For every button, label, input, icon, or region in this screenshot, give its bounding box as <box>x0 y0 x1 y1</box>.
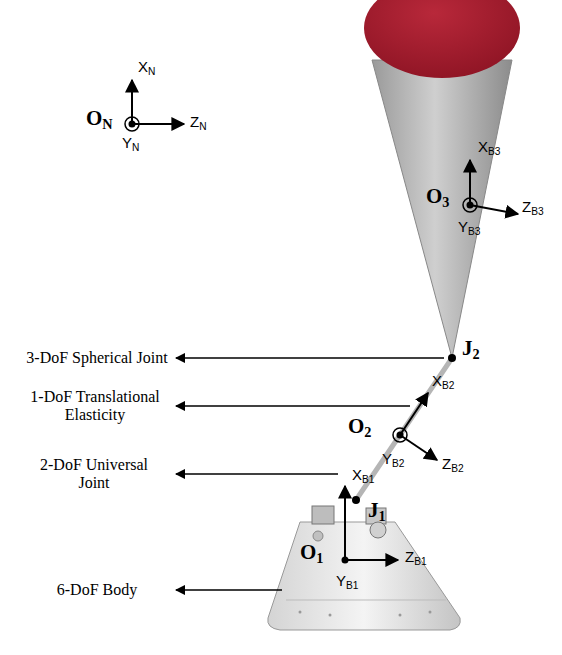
subscript: N <box>102 116 112 132</box>
symbol: J <box>368 498 379 522</box>
symbol: X <box>432 372 442 389</box>
joint-dot <box>352 496 360 504</box>
axis-label: YN <box>122 134 139 151</box>
subscript: B3 <box>468 226 480 237</box>
subscript: 3 <box>442 194 449 210</box>
symbol: Y <box>382 450 392 467</box>
axis-label: ZB3 <box>522 198 544 215</box>
symbol: Y <box>122 134 132 151</box>
symbol: Z <box>405 548 414 565</box>
symbol: Z <box>522 198 531 215</box>
axis-label: ZB1 <box>405 548 427 565</box>
subscript: N <box>148 66 155 77</box>
capsule-body <box>268 506 461 630</box>
symbol: X <box>478 138 488 155</box>
subscript: 1 <box>379 508 386 524</box>
subscript: N <box>132 142 139 153</box>
joint-callout: 2-DoF Universal Joint <box>30 456 158 493</box>
subscript: B2 <box>451 463 463 474</box>
subscript: B3 <box>531 206 543 217</box>
subscript: N <box>199 121 206 132</box>
subscript: B1 <box>346 580 358 591</box>
subscript: B2 <box>442 380 454 391</box>
axis-label: XB3 <box>478 138 500 155</box>
symbol: O <box>300 540 316 564</box>
frame-b3 <box>463 160 518 214</box>
subscript: 1 <box>316 550 323 566</box>
subscript: B1 <box>362 474 374 485</box>
leader-arrows <box>176 358 444 590</box>
axis-label: XN <box>138 58 155 75</box>
frame-origin-label: O2 <box>348 414 371 438</box>
joint-label: J1 <box>368 498 386 522</box>
joint-label: J2 <box>462 336 480 360</box>
frame-origin-label: O3 <box>426 184 449 208</box>
symbol: O <box>86 106 102 130</box>
symbol: O <box>426 184 442 208</box>
frame-b1 <box>342 486 399 564</box>
body-callout: 6-DoF Body <box>26 581 168 599</box>
joint-dot <box>448 354 456 362</box>
frame-origin-label: O1 <box>300 540 323 564</box>
symbol: X <box>138 58 148 75</box>
subscript: B2 <box>392 458 404 469</box>
symbol: Z <box>190 113 199 130</box>
subscript: B1 <box>414 556 426 567</box>
axis-label: XB1 <box>352 466 374 483</box>
elastic-rod <box>356 358 452 500</box>
elasticity-callout: 1-DoF Translational Elasticity <box>22 388 168 425</box>
axis-label: ZN <box>190 113 207 130</box>
upper-body <box>364 0 520 358</box>
joint-callout: 3-DoF Spherical Joint <box>26 349 168 367</box>
frame-origin-label: ON <box>86 106 113 130</box>
symbol: Z <box>442 455 451 472</box>
subscript: B3 <box>488 146 500 157</box>
axis-label: YB3 <box>458 218 480 235</box>
subscript: 2 <box>364 424 371 440</box>
inertial-frame <box>125 80 184 131</box>
symbol: O <box>348 414 364 438</box>
frame-b2 <box>393 393 437 460</box>
symbol: J <box>462 336 473 360</box>
axis-label: YB2 <box>382 450 404 467</box>
symbol: Y <box>336 572 346 589</box>
axis-label: YB1 <box>336 572 358 589</box>
axis-label: ZB2 <box>442 455 464 472</box>
symbol: X <box>352 466 362 483</box>
symbol: Y <box>458 218 468 235</box>
axis-label: XB2 <box>432 372 454 389</box>
subscript: 2 <box>473 346 480 362</box>
